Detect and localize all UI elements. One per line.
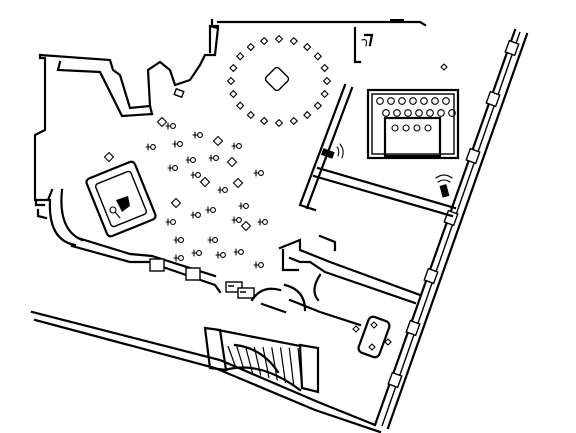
cocktail-table	[226, 156, 238, 168]
chair	[393, 109, 401, 117]
round-table-chairs	[226, 34, 332, 128]
chair	[420, 97, 428, 105]
chair	[246, 42, 255, 52]
chair	[442, 97, 450, 105]
chair-pair	[185, 156, 196, 164]
chair	[235, 101, 245, 110]
cocktail-table	[199, 176, 211, 188]
chair-pair	[217, 186, 228, 194]
chair	[413, 124, 421, 132]
interior-walls	[225, 26, 457, 327]
chair-pair	[172, 140, 183, 148]
chair	[229, 63, 238, 73]
stair-step	[227, 345, 237, 369]
chair-pair	[173, 254, 184, 262]
chair	[424, 124, 432, 132]
chair	[387, 97, 395, 105]
outer-walls	[30, 18, 529, 433]
chair-pair	[253, 261, 264, 269]
chair-pair	[231, 216, 242, 224]
chair	[259, 116, 269, 126]
chair-pair	[173, 236, 184, 244]
stage-chairs	[376, 97, 456, 132]
chair-pair	[207, 236, 218, 244]
chair	[226, 76, 236, 86]
chair-pair	[191, 249, 202, 257]
chair-pair	[190, 171, 201, 179]
bar-icon	[109, 196, 130, 219]
chair	[313, 101, 323, 110]
wall-mark	[173, 39, 368, 99]
stair-step	[236, 346, 245, 371]
chair	[437, 109, 445, 117]
chair	[426, 109, 434, 117]
staircase-icon	[203, 326, 320, 394]
stair-step	[297, 347, 303, 389]
chair	[303, 110, 312, 120]
cocktail-table	[232, 177, 244, 189]
speaker-icon	[320, 143, 344, 159]
diamond-marker	[440, 63, 448, 71]
chair	[320, 63, 329, 73]
chair	[448, 109, 456, 117]
chair	[376, 97, 384, 105]
stair-step	[262, 346, 270, 379]
chair	[313, 52, 323, 61]
stage-room	[366, 63, 460, 160]
chair	[391, 124, 399, 132]
chair-pair	[238, 202, 249, 210]
speaker-icon	[435, 174, 453, 198]
chair	[382, 109, 390, 117]
lower-room-table	[352, 315, 392, 359]
cocktail-table	[240, 220, 252, 232]
chair-pairs	[145, 122, 268, 269]
chair-pair	[145, 143, 156, 151]
chair-pair	[215, 251, 226, 259]
chair	[398, 97, 406, 105]
chair	[289, 36, 299, 46]
chair	[431, 97, 439, 105]
chair-pair	[231, 142, 242, 150]
chair	[274, 118, 284, 128]
chair	[229, 89, 238, 99]
chair-pair	[233, 248, 244, 256]
chair-pair	[205, 206, 216, 214]
chair	[303, 42, 312, 52]
chair	[322, 76, 332, 86]
chair	[246, 110, 255, 120]
stair-step	[271, 347, 278, 381]
chair-pair	[192, 131, 203, 139]
chair	[274, 34, 284, 44]
cocktail-table	[170, 197, 182, 209]
cocktail-table	[212, 135, 224, 147]
chair	[404, 109, 412, 117]
cocktail-table	[156, 116, 168, 128]
chair-pair	[167, 164, 178, 172]
chair-pair	[257, 218, 268, 226]
chair-pair	[165, 218, 176, 226]
round-table-center	[264, 66, 290, 92]
chair	[415, 109, 423, 117]
cocktail-tables	[103, 116, 252, 232]
stair-step	[288, 347, 295, 386]
chair	[320, 89, 329, 99]
round-table-area	[226, 34, 332, 128]
stair-step	[244, 346, 254, 374]
chair-pair	[253, 169, 264, 177]
chair	[235, 52, 245, 61]
chair-pair	[208, 154, 219, 162]
chair	[409, 97, 417, 105]
chair	[289, 116, 299, 126]
stair-step	[253, 346, 262, 376]
chair-pair	[165, 122, 176, 130]
stair-step	[279, 347, 287, 384]
chair	[259, 36, 269, 46]
bar-area	[85, 160, 157, 238]
chair	[402, 124, 410, 132]
chair-pair	[190, 211, 201, 219]
cocktail-table	[103, 151, 115, 163]
